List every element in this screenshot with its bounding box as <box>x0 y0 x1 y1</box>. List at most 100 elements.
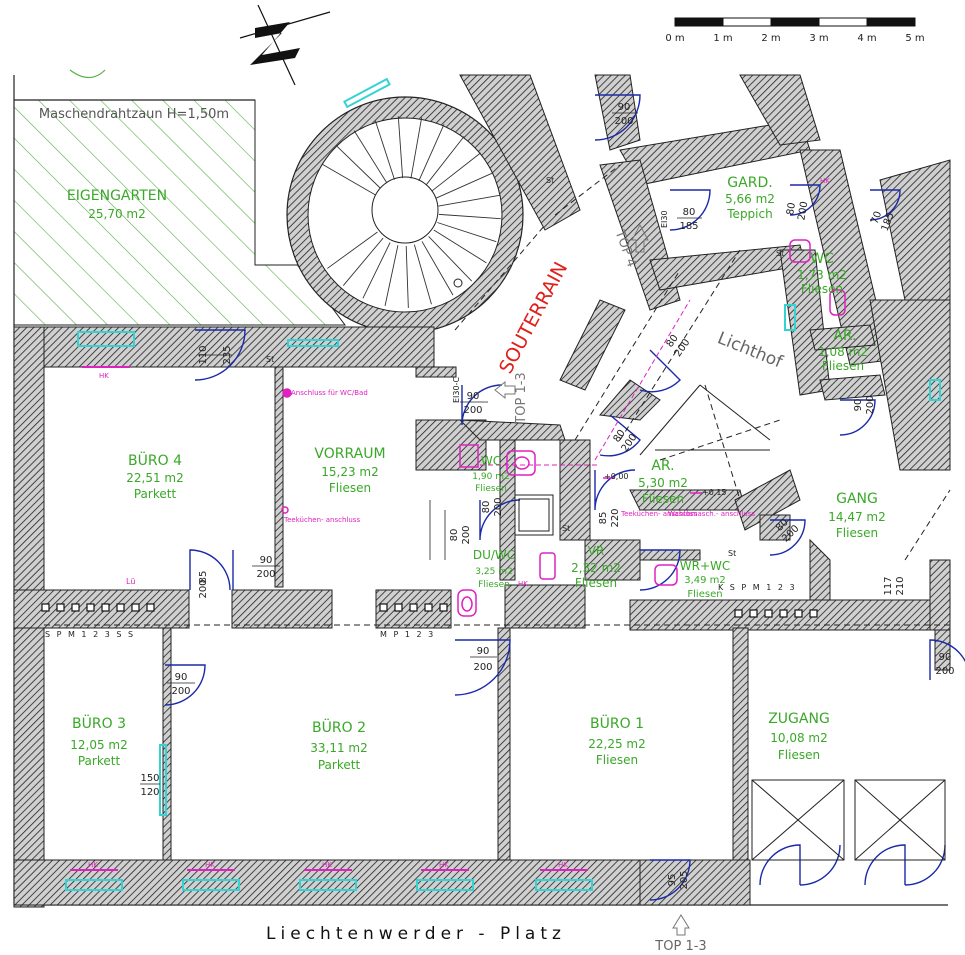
wrwc-area: 3,49 m2 <box>684 575 726 586</box>
vr-area: 2,32 m2 <box>571 561 621 575</box>
hk-label-5: HK <box>439 861 449 869</box>
stair-step <box>335 144 381 189</box>
zugang-name: ZUGANG <box>768 711 830 727</box>
door-dimensions: 110 235 90 200 85 200 90 200 90 200 80 2… <box>140 102 955 890</box>
gang-floor: Fliesen <box>836 526 878 540</box>
gang-area: 14,47 m2 <box>828 510 886 524</box>
door-5-h: 200 <box>171 686 190 697</box>
door-swings <box>164 94 965 901</box>
door-13-w: 80 <box>683 207 696 218</box>
ar-top-floor: Fliesen <box>822 359 864 373</box>
level1-label: +0,00 <box>604 472 629 481</box>
door-19-w: 90 <box>939 652 952 663</box>
lue-label: Lü <box>126 577 135 586</box>
buero3-name: BÜRO 3 <box>72 714 126 732</box>
scale-tick-3: 3 m <box>809 33 828 44</box>
door-16-w: 70 <box>870 210 885 226</box>
top13-mid-label: TOP 1-3 <box>514 372 529 424</box>
ar-mid-area: 5,30 m2 <box>638 476 688 490</box>
gang-name: GANG <box>836 491 878 507</box>
radiators <box>70 366 588 871</box>
lichthof-label: Lichthof <box>715 328 787 372</box>
top13-bottom-label: TOP 1-3 <box>654 939 706 954</box>
stair-step <box>321 163 376 196</box>
buero2-area: 33,11 m2 <box>310 741 368 755</box>
stair-step <box>410 117 423 179</box>
north-arrow <box>239 4 331 86</box>
eigengarten-name: EIGENGARTEN <box>67 188 167 204</box>
door-6-w: 80 <box>481 501 492 514</box>
window-3-w: 150 <box>140 773 159 784</box>
stair-step <box>342 237 384 286</box>
lichthof-lines <box>639 384 771 456</box>
hedge-mark <box>69 69 106 79</box>
hk-label-1: HK <box>99 372 109 380</box>
stair-step <box>438 194 500 207</box>
ei30-label: EI30 <box>660 210 669 228</box>
door-14-h: 200 <box>865 395 876 414</box>
anschluss-wc-label: Anschluss für WC/Bad <box>291 389 368 397</box>
stair-step <box>327 231 378 269</box>
gard-name: GARD. <box>727 175 772 191</box>
top4-arrow-icon <box>631 223 649 253</box>
door-20-w: 80 <box>785 202 798 216</box>
door-18-h: 210 <box>895 576 906 595</box>
buero4-name: BÜRO 4 <box>128 451 182 469</box>
stair-step <box>438 213 501 220</box>
scale-tick-5: 5 m <box>905 33 924 44</box>
ar-top-name: AR. <box>833 328 856 344</box>
door-12-w: 90 <box>618 102 631 113</box>
scale-bar: 0 m 1 m 2 m 3 m 4 m 5 m <box>665 17 925 44</box>
door-3-w: 85 <box>198 571 209 584</box>
wc-top-area: 1,73 m2 <box>797 268 847 282</box>
street-label: Liechtenwerder - Platz <box>266 924 566 944</box>
door-7-w: 80 <box>449 529 460 542</box>
door-4-w: 90 <box>260 555 273 566</box>
door-4-h: 200 <box>256 569 275 580</box>
hk-label-6: HK <box>558 861 568 869</box>
wrwc-name: WR+WC <box>680 559 731 573</box>
entrance-arrow-icon <box>672 914 690 936</box>
wc-top-floor: Fliesen <box>801 282 843 296</box>
wall-markers <box>41 603 818 618</box>
zugang-gates <box>751 779 946 861</box>
magenta-dashes <box>480 299 691 466</box>
sanitary-fixtures <box>281 239 846 617</box>
stair-step <box>418 124 445 182</box>
mp123-label: M P 1 2 3 <box>380 630 435 639</box>
stair-step <box>374 120 395 180</box>
stair-step <box>397 116 404 179</box>
hk-label-3: HK <box>205 861 215 869</box>
room-labels: BÜRO 4 22,51 m2 Parkett VORRAUM 15,23 m2… <box>70 175 886 772</box>
wc-mid-name: WC <box>481 454 501 468</box>
st-label-4: St <box>776 249 784 258</box>
stair-step <box>431 152 481 192</box>
stair-step <box>428 236 473 282</box>
buero1-floor: Fliesen <box>596 753 638 767</box>
buero4-floor: Parkett <box>134 487 177 501</box>
door-6-h: 200 <box>493 497 504 516</box>
duwc-area: 3,25 m2 <box>475 567 512 577</box>
door-18-w: 117 <box>883 576 894 595</box>
stair-step <box>384 245 399 306</box>
door-2-w: 90 <box>467 391 480 402</box>
ei30c-label: EI30-C <box>452 377 461 403</box>
zugang-floor: Fliesen <box>778 748 820 762</box>
door-5-w: 90 <box>175 672 188 683</box>
stair-step <box>353 130 388 184</box>
teekuechen-right-label: Teeküchen- anschluss <box>620 510 697 518</box>
stair-step <box>425 136 465 186</box>
windows <box>65 77 941 891</box>
walls <box>13 74 951 908</box>
buero1-area: 22,25 m2 <box>588 737 646 751</box>
zugang-area: 10,08 m2 <box>770 731 828 745</box>
garden-area: Maschendrahtzaun H=1,50m EIGENGARTEN 25,… <box>13 69 346 326</box>
door-14-w: 90 <box>853 399 864 412</box>
gard-area: 5,66 m2 <box>725 192 775 206</box>
teekuechen-left-label: Teeküchen- anschluss <box>283 516 360 524</box>
ar-mid-floor: Fliesen <box>642 492 684 506</box>
door-17-w: 95 <box>667 874 678 887</box>
door-3-h: 200 <box>198 579 209 598</box>
kspm-label: K S P M 1 2 3 <box>718 583 797 592</box>
